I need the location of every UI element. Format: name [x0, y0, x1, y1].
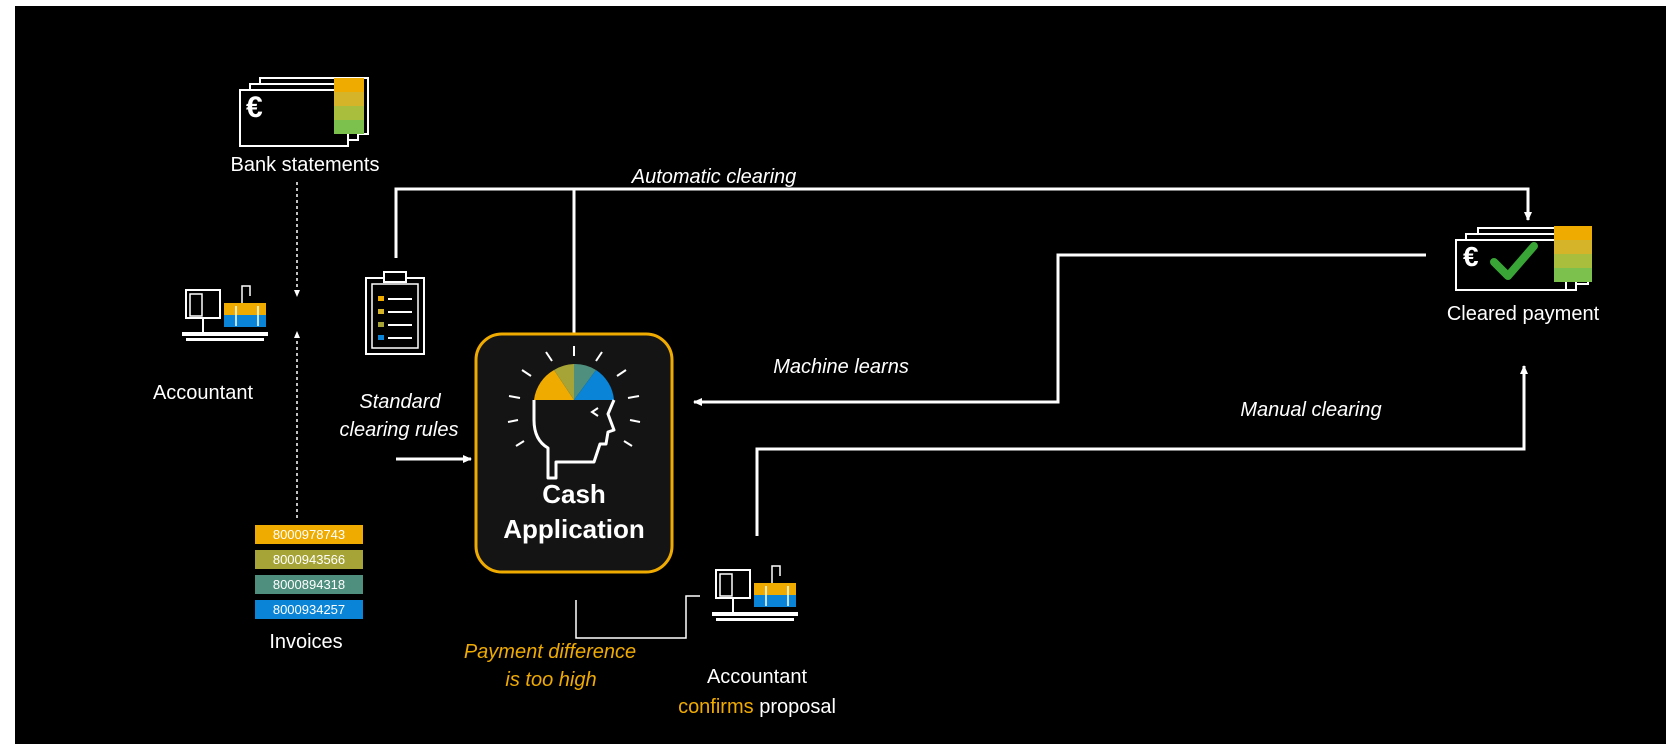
invoices-stack: 8000978743 8000943566 8000894318 8000934… [255, 525, 363, 619]
cash-app-label-1: Cash [542, 479, 606, 509]
clipboard-icon [365, 271, 425, 355]
invoice-number: 8000894318 [273, 577, 345, 592]
proposal-word: proposal [754, 696, 836, 718]
payment-difference-connector [575, 595, 700, 639]
confirms-word: confirms [678, 696, 754, 718]
accountant-confirms-label-1: Accountant [707, 666, 808, 688]
invoice-number: 8000943566 [273, 552, 345, 567]
invoice-number: 8000934257 [273, 602, 345, 617]
cleared-payment-label: Cleared payment [1447, 303, 1600, 325]
accountant-icon [182, 285, 268, 341]
machine-learns-label: Machine learns [773, 356, 909, 378]
accountant-confirms-icon [712, 565, 798, 621]
machine-learns-line [693, 253, 1426, 406]
cash-application-box [474, 332, 674, 574]
invoice-bar [255, 525, 363, 544]
invoices-label: Invoices [269, 631, 342, 653]
invoice-bar [255, 575, 363, 594]
check-icon [1490, 242, 1538, 280]
invoice-number: 8000978743 [273, 527, 345, 542]
accountant-label: Accountant [153, 382, 254, 404]
automatic-clearing-label: Automatic clearing [631, 166, 797, 188]
payment-difference-label-1: Payment difference [464, 641, 636, 663]
invoice-bar [255, 600, 363, 619]
euro-symbol: € [246, 91, 263, 124]
payment-difference-label-2: is too high [505, 669, 596, 691]
automatic-clearing-line [394, 187, 1532, 258]
accountant-confirms-label-2: confirms proposal [678, 696, 836, 718]
cleared-payment-icon: € [1455, 226, 1592, 291]
standard-rules-label-1: Standard [359, 391, 441, 413]
manual-clearing-line [755, 365, 1528, 536]
manual-clearing-label: Manual clearing [1240, 399, 1381, 421]
standard-rules-label-2: clearing rules [340, 419, 459, 441]
bank-statements-label: Bank statements [231, 154, 380, 176]
bank-statements-icon: € [239, 77, 369, 147]
invoice-bar [255, 550, 363, 569]
cash-app-label-2: Application [503, 514, 645, 544]
cleared-euro-symbol: € [1463, 241, 1479, 272]
